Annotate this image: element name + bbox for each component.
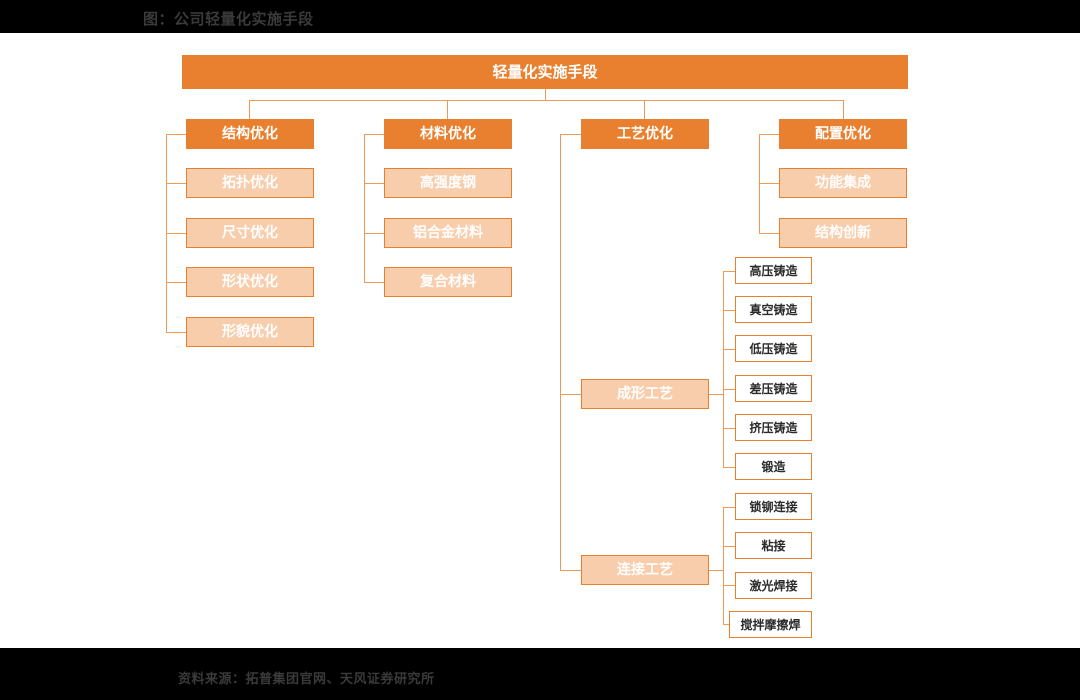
connector-process-stub-2 xyxy=(560,570,581,571)
connector-forming-stub-6 xyxy=(723,467,735,468)
node-shape-optimization[interactable]: 形状优化 xyxy=(186,267,314,297)
connector-structure-stub-3 xyxy=(166,282,186,283)
connector-material-stub-3 xyxy=(364,282,384,283)
connector-root-drop-3 xyxy=(644,100,645,119)
connector-joining-stub-1 xyxy=(723,507,735,508)
node-root[interactable]: 轻量化实施手段 xyxy=(182,55,908,89)
node-structural-innovation[interactable]: 结构创新 xyxy=(779,218,907,248)
connector-structure-stub-2 xyxy=(166,233,186,234)
node-branch-process[interactable]: 工艺优化 xyxy=(581,119,709,149)
connector-joining-spine xyxy=(723,507,724,624)
node-branch-material[interactable]: 材料优化 xyxy=(384,119,512,149)
connector-forming-stub-1 xyxy=(723,271,735,272)
connector-process-stub-1 xyxy=(560,394,581,395)
node-self-piercing-riveting[interactable]: 锁铆连接 xyxy=(735,493,812,520)
connector-forming-stub-4 xyxy=(723,389,735,390)
connector-process-to-parent xyxy=(560,134,581,135)
node-forming-process[interactable]: 成形工艺 xyxy=(581,379,709,409)
connector-forming-stub-2 xyxy=(723,310,735,311)
node-size-optimization[interactable]: 尺寸优化 xyxy=(186,218,314,248)
node-high-strength-steel[interactable]: 高强度钢 xyxy=(384,168,512,198)
connector-forming-to-parent xyxy=(709,394,723,395)
node-adhesive-bonding[interactable]: 粘接 xyxy=(735,532,812,559)
connector-process-spine xyxy=(560,134,561,570)
connector-forming-stub-3 xyxy=(723,349,735,350)
connector-root-drop-4 xyxy=(843,100,844,119)
node-high-pressure-casting[interactable]: 高压铸造 xyxy=(735,257,812,284)
node-joining-process[interactable]: 连接工艺 xyxy=(581,555,709,585)
connector-material-stub-1 xyxy=(364,183,384,184)
connector-root-bus xyxy=(249,100,843,101)
page-title: 图：公司轻量化实施手段 xyxy=(143,10,314,28)
connector-material-spine xyxy=(364,134,365,282)
connector-joining-stub-2 xyxy=(723,546,735,547)
node-laser-welding[interactable]: 激光焊接 xyxy=(735,572,812,599)
node-forging[interactable]: 锻造 xyxy=(735,453,812,480)
connector-joining-to-parent xyxy=(709,570,723,571)
connector-joining-stub-3 xyxy=(723,585,735,586)
top-black-bar xyxy=(0,0,1080,33)
node-friction-stir-welding[interactable]: 搅拌摩擦焊 xyxy=(729,611,812,638)
node-aluminum-alloy[interactable]: 铝合金材料 xyxy=(384,218,512,248)
connector-root-stem xyxy=(545,89,546,101)
connector-forming-spine xyxy=(723,271,724,467)
node-branch-structure[interactable]: 结构优化 xyxy=(186,119,314,149)
source-note: 资料来源：拓普集团官网、天风证券研究所 xyxy=(178,672,435,687)
node-composite-material[interactable]: 复合材料 xyxy=(384,267,512,297)
node-differential-pressure-casting[interactable]: 差压铸造 xyxy=(735,375,812,402)
connector-forming-stub-5 xyxy=(723,428,735,429)
connector-structure-stub-4 xyxy=(166,332,186,333)
connector-material-stub-2 xyxy=(364,233,384,234)
connector-root-drop-2 xyxy=(447,100,448,119)
connector-structure-to-parent xyxy=(166,134,186,135)
connector-root-drop-1 xyxy=(249,100,250,119)
node-topology-optimization[interactable]: 拓扑优化 xyxy=(186,168,314,198)
node-function-integration[interactable]: 功能集成 xyxy=(779,168,907,198)
connector-configuration-to-parent xyxy=(759,134,779,135)
bottom-black-bar xyxy=(0,648,1080,700)
node-morphology-optimization[interactable]: 形貌优化 xyxy=(186,317,314,347)
connector-structure-stub-1 xyxy=(166,183,186,184)
connector-configuration-stub-2 xyxy=(759,233,779,234)
node-branch-configuration[interactable]: 配置优化 xyxy=(779,119,907,149)
connector-configuration-stub-1 xyxy=(759,183,779,184)
node-vacuum-casting[interactable]: 真空铸造 xyxy=(735,296,812,323)
node-squeeze-casting[interactable]: 挤压铸造 xyxy=(735,414,812,441)
connector-material-to-parent xyxy=(364,134,384,135)
node-low-pressure-casting[interactable]: 低压铸造 xyxy=(735,335,812,362)
